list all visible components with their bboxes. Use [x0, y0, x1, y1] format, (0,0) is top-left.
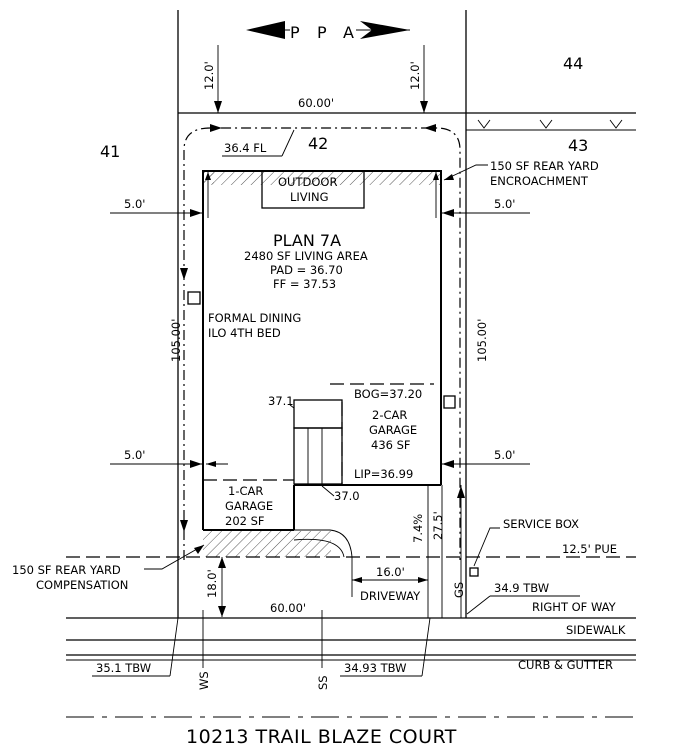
wall-box-left — [187, 291, 201, 305]
note-encroach-line1: 150 SF REAR YARD — [490, 159, 599, 173]
dim-depth-left: 105.00' — [169, 319, 183, 362]
note-encroach-line2: ENCROACHMENT — [490, 174, 589, 188]
room-outdoor-line2: LIVING — [290, 190, 329, 204]
room-garage2-line3: 436 SF — [371, 438, 411, 452]
street-name: 10213 TRAIL BLAZE COURT — [186, 726, 457, 748]
lot-number-44: 44 — [563, 54, 583, 73]
internal-side-arrows — [205, 172, 439, 218]
dim-depth-right: 105.00' — [475, 319, 489, 362]
dim-side-right-upper: 5.0' — [494, 197, 515, 211]
label-curb-gutter: CURB & GUTTER — [518, 658, 613, 672]
spot-elevation-370: 37.0 — [334, 489, 360, 503]
plan-living-area: 2480 SF LIVING AREA — [244, 249, 368, 263]
label-right-of-way: RIGHT OF WAY — [532, 600, 617, 614]
lot-number-42: 42 — [308, 134, 328, 153]
dim-side-left-lower: 5.0' — [124, 448, 145, 462]
note-comp-line1: 150 SF REAR YARD — [12, 563, 121, 577]
dim-side-left-upper: 5.0' — [124, 197, 145, 211]
setback-outline — [183, 127, 461, 560]
spot-elevation-371: 37.1 — [268, 394, 294, 408]
dim-front-setback: 18.0' — [205, 569, 219, 598]
side-setback-dims — [110, 209, 530, 468]
lot-number-41: 41 — [100, 142, 120, 161]
garage-2car-outline — [293, 383, 434, 485]
dim-driveway-length: 27.5' — [431, 511, 445, 540]
street-lines — [66, 617, 636, 661]
plan-ff: FF = 37.53 — [273, 277, 336, 291]
label-pue: 12.5' PUE — [562, 542, 617, 556]
label-ss: SS — [316, 675, 330, 690]
room-garage2-line1: 2-CAR — [372, 408, 407, 422]
room-garage1-line1: 1-CAR — [228, 484, 263, 498]
lip-elevation: LIP=36.99 — [354, 467, 413, 481]
label-ws: WS — [197, 671, 211, 690]
room-garage1-line2: GARAGE — [225, 499, 273, 513]
bog-elevation: BOG=37.20 — [354, 387, 422, 401]
top-dimension-lines — [180, 45, 464, 114]
room-dining-line2: ILO 4TH BED — [208, 326, 281, 340]
lot-number-43: 43 — [568, 136, 588, 155]
dim-slope: 7.4% — [411, 514, 425, 543]
dim-setback-right-top: 12.0' — [408, 61, 422, 90]
dim-top-width: 60.00' — [298, 96, 334, 110]
room-dining-line1: FORMAL DINING — [208, 311, 301, 325]
label-service-box: SERVICE BOX — [503, 517, 579, 531]
room-outdoor-line1: OUTDOOR — [278, 175, 337, 189]
tbw-center: 34.93 TBW — [344, 661, 406, 675]
note-comp-line2: COMPENSATION — [36, 578, 128, 592]
wall-box-right — [443, 395, 456, 409]
label-gs: GS — [452, 582, 466, 598]
north-arrow-label: PPA — [290, 23, 354, 42]
room-garage2-line2: GARAGE — [369, 423, 417, 437]
service-box-icon — [469, 567, 479, 577]
label-sidewalk: SIDEWALK — [566, 623, 626, 637]
label-driveway: DRIVEWAY — [360, 589, 421, 603]
dim-side-right-lower: 5.0' — [494, 448, 515, 462]
tbw-left: 35.1 TBW — [96, 661, 151, 675]
plan-pad: PAD = 36.70 — [270, 263, 343, 277]
dim-setback-left-top: 12.0' — [202, 61, 216, 90]
north-arrow-icon — [246, 21, 410, 39]
tbw-right: 34.9 TBW — [494, 581, 549, 595]
dim-driveway-width: 16.0' — [376, 565, 405, 579]
fl-elevation: 36.4 FL — [224, 141, 267, 155]
room-garage1-line3: 202 SF — [225, 514, 265, 528]
dim-bottom-width: 60.00' — [270, 601, 306, 615]
compensation-hatch — [203, 531, 331, 557]
plan-title: PLAN 7A — [273, 231, 341, 250]
